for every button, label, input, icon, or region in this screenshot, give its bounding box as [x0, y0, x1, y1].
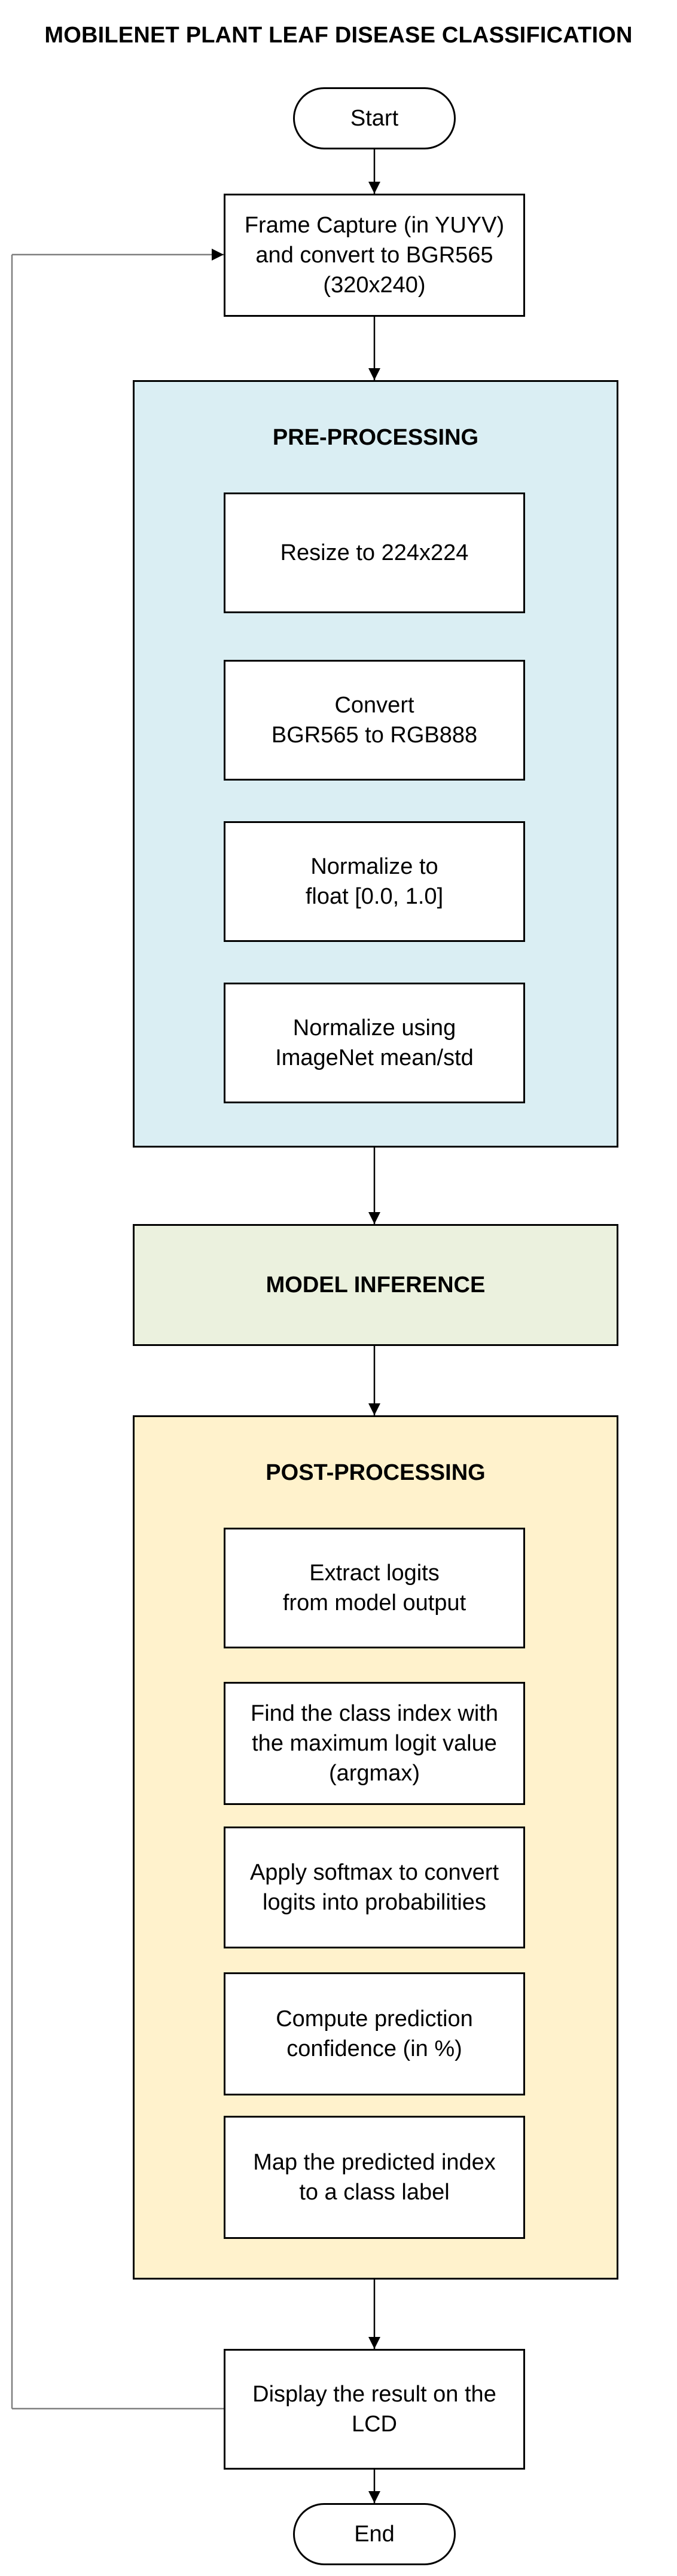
- model-inference-label: MODEL INFERENCE: [266, 1272, 486, 1298]
- normalize-imagenet-line-2: ImageNet mean/std: [275, 1045, 474, 1070]
- normalize-float-line-2: float [0.0, 1.0]: [305, 884, 444, 909]
- display-result-step: Display the result on the LCD: [224, 2349, 525, 2470]
- frame-capture-line-2: and convert to BGR565: [255, 242, 493, 268]
- frame-capture-line-1: Frame Capture (in YUYV): [244, 212, 505, 238]
- argmax-line-2: the maximum logit value: [252, 1730, 497, 1756]
- post-processing-label: POST-PROCESSING: [266, 1460, 486, 1485]
- convert-line-2: BGR565 to RGB888: [271, 723, 478, 748]
- normalize-float-step: Normalize to float [0.0, 1.0]: [224, 821, 525, 942]
- map-label-line-2: to a class label: [299, 2180, 450, 2205]
- resize-step: Resize to 224x224: [224, 492, 525, 613]
- start-label: Start: [350, 105, 399, 131]
- frame-capture-step: Frame Capture (in YUYV) and convert to B…: [224, 194, 525, 317]
- pre-processing-label: PRE-PROCESSING: [272, 425, 479, 450]
- softmax-step: Apply softmax to convert logits into pro…: [224, 1827, 525, 1948]
- convert-step: Convert BGR565 to RGB888: [224, 660, 525, 781]
- diagram-title: MOBILENET PLANT LEAF DISEASE CLASSIFICAT…: [44, 23, 633, 48]
- display-line-1: Display the result on the: [252, 2381, 496, 2407]
- confidence-line-1: Compute prediction: [276, 2006, 473, 2032]
- argmax-line-3: (argmax): [328, 1761, 420, 1786]
- softmax-line-2: logits into probabilities: [263, 1890, 486, 1915]
- extract-logits-line-1: Extract logits: [309, 1560, 440, 1586]
- normalize-float-line-1: Normalize to: [310, 853, 438, 879]
- map-label-step: Map the predicted index to a class label: [224, 2116, 525, 2239]
- normalize-imagenet-step: Normalize using ImageNet mean/std: [224, 983, 525, 1103]
- normalize-imagenet-line-1: Normalize using: [292, 1015, 456, 1041]
- extract-logits-line-2: from model output: [282, 1590, 466, 1616]
- end-label: End: [354, 2521, 395, 2547]
- frame-capture-line-3: (320x240): [323, 273, 426, 298]
- resize-line-1: Resize to 224x224: [280, 540, 469, 565]
- confidence-step: Compute prediction confidence (in %): [224, 1972, 525, 2095]
- model-inference-block: MODEL INFERENCE: [133, 1224, 618, 1346]
- argmax-line-1: Find the class index with: [251, 1700, 498, 1726]
- display-line-2: LCD: [351, 2412, 397, 2437]
- softmax-line-1: Apply softmax to convert: [249, 1859, 499, 1885]
- extract-logits-step: Extract logits from model output: [224, 1528, 525, 1648]
- confidence-line-2: confidence (in %): [286, 2036, 462, 2061]
- end-terminal: End: [293, 2503, 456, 2565]
- argmax-step: Find the class index with the maximum lo…: [224, 1682, 525, 1805]
- convert-line-1: Convert: [334, 692, 414, 718]
- map-label-line-1: Map the predicted index: [253, 2149, 496, 2175]
- start-terminal: Start: [293, 87, 456, 149]
